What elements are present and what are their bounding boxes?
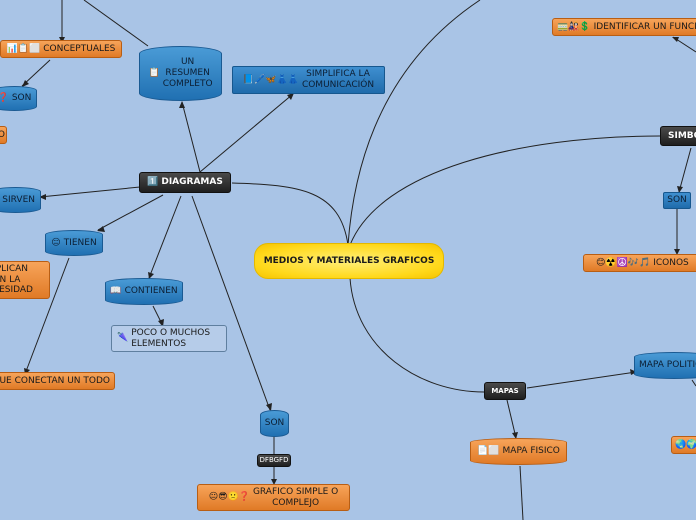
mapa-fisico-node[interactable]: 📄⬜ MAPA FISICO (470, 438, 567, 465)
edge-simbolos-son-right (678, 147, 692, 193)
edge-diagramas-contienen (148, 195, 182, 279)
edge-top-resumen (83, 0, 149, 47)
umbrella-icon: 🌂 (117, 333, 129, 344)
resumen-node[interactable]: 📋 UN RESUMEN COMPLETO (139, 46, 222, 101)
contienen-node[interactable]: 📖 CONTIENEN (105, 278, 183, 305)
number-one-icon: 1️⃣ (147, 177, 159, 188)
edge-center-top (347, 0, 481, 246)
diagramas-node[interactable]: 1️⃣ DIAGRAMAS (139, 172, 231, 193)
tienen-label: TIENEN (63, 237, 97, 248)
conceptuales-label: CONCEPTUALES (43, 43, 116, 54)
o-left-node[interactable]: O (0, 126, 7, 144)
arrow-simplifica (287, 93, 294, 100)
poco-node[interactable]: 🌂 POCO O MUCHOS ELEMENTOS (111, 325, 227, 352)
globe-node[interactable]: 🌏🌍 (671, 436, 696, 454)
edge-diagramas-son-mid (191, 195, 271, 411)
simplifica-node[interactable]: 📘🖊️🦋👗👗 SIMPLIFICA LA COMUNICACIÓN (232, 66, 385, 94)
resumen-label: UN RESUMEN COMPLETO (162, 57, 213, 89)
grafico-simple-label: GRAFICO SIMPLE O COMPLEJO (252, 486, 339, 508)
central-topic[interactable]: MEDIOS Y MATERIALES GRAFICOS (254, 243, 444, 279)
neutral-face-icon: 😑 (51, 237, 61, 248)
arrow-resumen (179, 101, 185, 108)
edge-fisico-down (519, 465, 524, 520)
arrow-son-mid (266, 403, 272, 411)
edge-politico-globe (691, 379, 696, 387)
sirven-node[interactable]: SIRVEN (0, 187, 41, 213)
question-icon: ❓ (0, 93, 9, 104)
mapa-politico-node[interactable]: MAPA POLITICO (634, 352, 696, 379)
poco-label: POCO O MUCHOS ELEMENTOS (131, 327, 211, 349)
arrow-identificar (672, 37, 679, 42)
edge-diagramas-simplifica (199, 93, 294, 173)
implican-node[interactable]: IMPLICAN UN LA NECESIDAD (0, 261, 50, 299)
mapa-fisico-label: MAPA FISICO (502, 446, 560, 457)
edge-tienen-conectan (24, 257, 70, 375)
edge-mapas-fisico (506, 399, 517, 439)
contienen-label: CONTIENEN (124, 286, 178, 297)
page-icon: 📄⬜ (477, 446, 500, 457)
arrow-son-right (677, 186, 683, 193)
arrow-son-left (22, 80, 29, 87)
iconos-node[interactable]: 😊☢️☮️🎶🎵 ICONOS (583, 254, 696, 272)
son-left-node[interactable]: ❓ SON (0, 86, 37, 111)
iconos-label: ICONOS (653, 257, 689, 268)
tram-icon: 🚃🎎💲 (557, 21, 591, 32)
book-icon: 📘🖊️🦋👗👗 (242, 74, 299, 85)
simbolos-node[interactable]: SIMBOLOS (660, 126, 696, 146)
faces-icon: 😐😎🙁❓ (208, 492, 250, 503)
edge-center-diagramas (231, 182, 349, 246)
edge-conceptuales-son (21, 59, 51, 87)
edge-center-simbolos (349, 135, 661, 246)
diagramas-label: DIAGRAMAS (161, 177, 223, 188)
edge-diagramas-resumen (181, 101, 201, 173)
arrow-tienen (97, 226, 105, 232)
globe-icon: 🌏🌍 (675, 439, 696, 450)
symbols-icon: 😊☢️☮️🎶🎵 (596, 257, 651, 268)
dfbgfd-node[interactable]: DFBGFD (257, 454, 291, 467)
tienen-node[interactable]: 😑 TIENEN (45, 230, 103, 256)
arrow-iconos (674, 249, 680, 255)
mapas-node[interactable]: MAPAS (484, 382, 526, 400)
edge-diagramas-tienen (97, 194, 164, 231)
clipboard-icon: 📋 (148, 68, 160, 79)
simplifica-label: SIMPLIFICA LA COMUNICACIÓN (301, 69, 375, 90)
son-mid-node[interactable]: SON (260, 410, 289, 437)
open-book-icon: 📖 (110, 286, 122, 297)
conceptuales-node[interactable]: 📊📋⬜ CONCEPTUALES (0, 40, 122, 58)
identificar-label: IDENTIFICAR UN FUNCIO (593, 21, 696, 32)
son-right-node[interactable]: SON (663, 192, 691, 209)
arrow-sirven (39, 194, 46, 200)
chart-icon: 📊📋⬜ (6, 43, 41, 54)
edge-diagramas-sirven (39, 186, 141, 198)
arrow-grafico (271, 479, 277, 485)
edge-mapas-politico (526, 371, 637, 389)
grafico-simple-node[interactable]: 😐😎🙁❓ GRAFICO SIMPLE O COMPLEJO (197, 484, 350, 511)
identificar-node[interactable]: 🚃🎎💲 IDENTIFICAR UN FUNCIO (552, 18, 696, 36)
son-left-label: SON (11, 93, 32, 104)
edge-center-mapas (349, 277, 485, 393)
arrow-politico (630, 369, 637, 375)
conectan-node[interactable]: QUE CONECTAN UN TODO (0, 372, 115, 390)
